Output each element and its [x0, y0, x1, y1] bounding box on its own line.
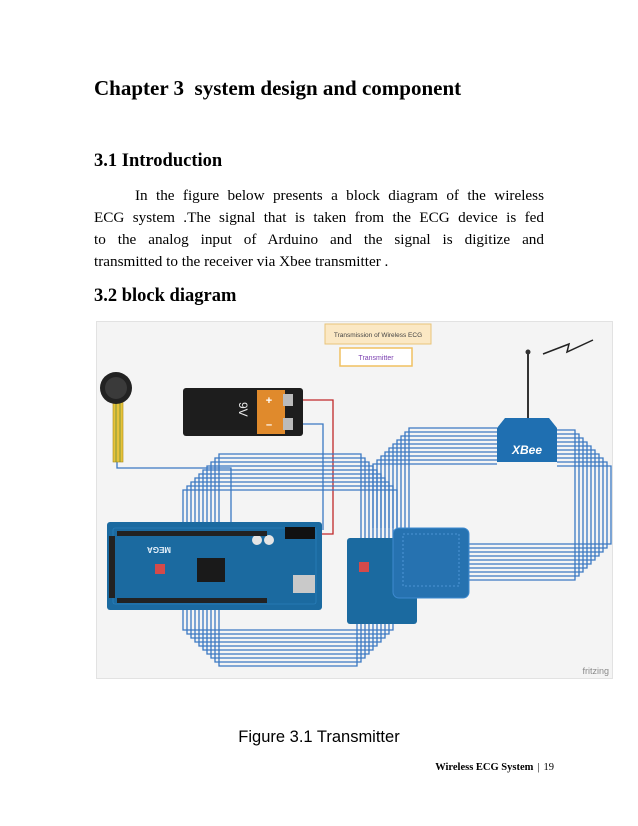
wire [376, 459, 497, 528]
wire [116, 462, 232, 522]
wire [469, 429, 576, 581]
wire [404, 431, 497, 528]
page-footer: Wireless ECG System|19 [435, 762, 554, 773]
wire [190, 610, 386, 639]
xbee-shield [347, 527, 470, 624]
fritzing-watermark: fritzing [582, 666, 609, 676]
wire [214, 457, 366, 538]
wire [202, 610, 374, 651]
wire [372, 463, 497, 528]
page-number: 19 [543, 762, 555, 773]
wire [210, 610, 366, 659]
wire [469, 453, 600, 557]
wire [400, 435, 497, 528]
wire [469, 441, 588, 569]
intro-line: In the figure below presents a block dia… [135, 187, 544, 204]
footer-title: Wireless ECG System [435, 762, 534, 773]
transmission-label-box: Transmission of Wireless ECG [324, 323, 432, 345]
wireless-signal-icon [542, 339, 594, 355]
wire [469, 437, 584, 573]
wire [469, 465, 612, 545]
wire [293, 423, 324, 530]
wire-bundle [116, 399, 612, 667]
wire [186, 610, 390, 635]
footer-separator: | [537, 762, 540, 773]
wire [469, 433, 580, 577]
arduino-label: MEGA [147, 545, 171, 554]
transmitter-label: Transmitter [358, 355, 394, 362]
wire [469, 449, 596, 561]
wire [198, 610, 378, 647]
intro-line: transmitted to the receiver via Xbee tra… [94, 253, 389, 270]
battery-plus-sign: + [266, 395, 272, 407]
wire [469, 445, 592, 565]
wire [182, 610, 394, 631]
wire [194, 610, 382, 643]
intro-paragraph: In the figure below presents a block dia… [94, 185, 544, 273]
wire [206, 610, 370, 655]
wire [380, 455, 497, 528]
wire [293, 399, 334, 535]
wire [218, 610, 358, 667]
section-heading-block-diagram: 3.2 block diagram [94, 286, 237, 306]
arduino-mega-board: MEGA [107, 522, 322, 610]
battery-minus-sign: – [266, 419, 272, 431]
xbee-label: XBee [511, 443, 542, 457]
wire [388, 447, 497, 528]
battery-9v: + – 9V [183, 388, 303, 436]
wire [218, 453, 362, 538]
chapter-title: Chapter 3 system design and component [94, 76, 462, 100]
figure-caption: Figure 3.1 Transmitter [238, 728, 400, 746]
wire [469, 457, 604, 553]
wire [469, 461, 608, 549]
transmitter-label-box: Transmitter [339, 347, 413, 367]
xbee-module: XBee [497, 349, 557, 462]
wire [408, 427, 497, 528]
wire [214, 610, 362, 663]
intro-line: ECG system .The signal that is taken fro… [94, 209, 544, 226]
battery-label: 9V [236, 402, 250, 417]
ecg-sensor [100, 372, 132, 463]
wire [384, 451, 497, 528]
wire [210, 461, 370, 538]
transmission-label: Transmission of Wireless ECG [334, 332, 422, 339]
section-heading-introduction: 3.1 Introduction [94, 151, 223, 171]
transmitter-block-diagram: Transmission of Wireless ECG Transmitter… [96, 321, 613, 679]
wire [392, 443, 497, 528]
wire [396, 439, 497, 528]
intro-line: to the analog input of Arduino and the s… [94, 231, 544, 248]
